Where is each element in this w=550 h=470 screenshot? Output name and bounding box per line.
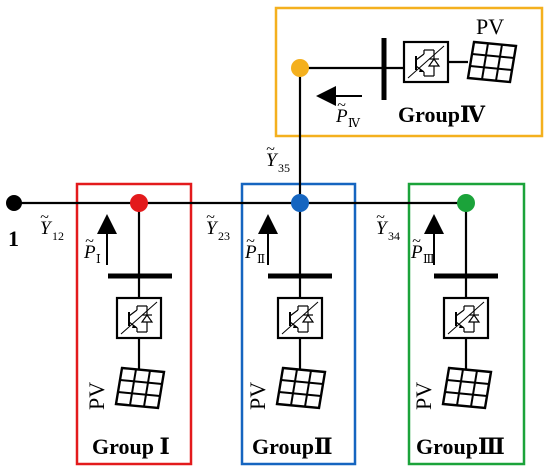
pv-panel-group1 (114, 366, 166, 410)
svg-text:Y: Y (266, 150, 279, 171)
svg-text:Ⅳ: Ⅳ (348, 116, 361, 130)
tilde-mark: ~ (206, 209, 215, 226)
node-1 (6, 195, 22, 211)
power-label-group2: P ~ Ⅱ (244, 233, 265, 266)
tilde-mark: ~ (246, 233, 255, 250)
group-label-4: GroupⅣ (398, 102, 486, 127)
svg-text:Ⅰ: Ⅰ (96, 252, 101, 266)
node-3 (291, 194, 309, 212)
svg-text:23: 23 (218, 229, 230, 243)
group-box-2 (240, 182, 357, 466)
converter-group1 (115, 296, 163, 340)
group-label-3: GroupⅢ (416, 434, 505, 459)
pv-label-group4: PV (476, 14, 504, 39)
pv-panel-group4 (466, 40, 518, 84)
pv-label-group2: PV (245, 382, 270, 410)
converter-group4 (402, 40, 450, 84)
svg-text:35: 35 (278, 161, 290, 175)
admittance-34: Y ~ 34 (376, 209, 400, 243)
pv-label-group1: PV (84, 382, 109, 410)
pv-label-group3: PV (411, 382, 436, 410)
svg-text:P: P (335, 106, 348, 127)
node-1-label: 1 (8, 226, 19, 251)
svg-text:12: 12 (52, 229, 64, 243)
svg-text:Y: Y (40, 218, 53, 239)
power-label-group4: P ~ Ⅳ (335, 97, 361, 130)
admittance-23: Y ~ 23 (206, 209, 230, 243)
converter-group2 (276, 296, 324, 340)
node-2 (130, 194, 148, 212)
tilde-mark: ~ (85, 233, 94, 250)
node-4 (457, 194, 475, 212)
converter-group3 (442, 296, 490, 340)
svg-text:P: P (244, 242, 257, 263)
svg-text:P: P (83, 242, 96, 263)
pv-panel-group3 (441, 366, 493, 410)
tilde-mark: ~ (412, 233, 421, 250)
pv-panel-group2 (275, 366, 327, 410)
group-box-1 (75, 182, 193, 466)
node-5 (291, 59, 309, 77)
admittance-35: Y ~ 35 (266, 141, 290, 175)
admittance-12: Y ~ 12 (40, 209, 64, 243)
tilde-mark: ~ (337, 97, 346, 114)
power-label-group3: P ~ Ⅲ (410, 233, 435, 266)
svg-text:Y: Y (206, 218, 219, 239)
svg-text:Ⅱ: Ⅱ (257, 252, 265, 266)
tilde-mark: ~ (266, 141, 275, 158)
svg-text:P: P (410, 242, 423, 263)
group-label-2: GroupⅡ (252, 434, 333, 459)
group-label-1: Group Ⅰ (92, 434, 170, 459)
svg-text:Ⅲ: Ⅲ (423, 252, 435, 266)
group-box-3 (407, 182, 526, 466)
svg-text:34: 34 (388, 229, 400, 243)
group-box-4 (274, 6, 544, 138)
svg-text:Y: Y (376, 218, 389, 239)
tilde-mark: ~ (40, 209, 49, 226)
tilde-mark: ~ (376, 209, 385, 226)
power-label-group1: P ~ Ⅰ (83, 233, 101, 266)
